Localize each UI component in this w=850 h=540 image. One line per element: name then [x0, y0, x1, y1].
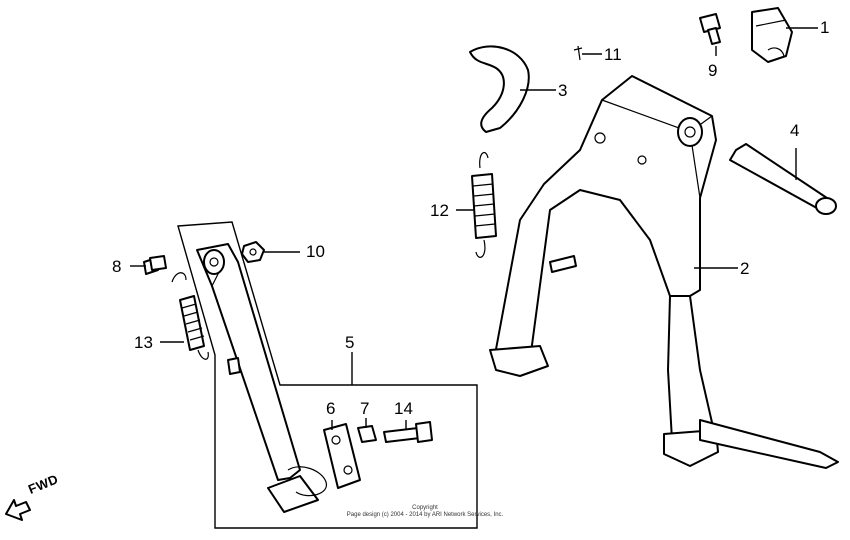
callout-4: 4 [790, 121, 800, 140]
callout-6: 6 [326, 399, 336, 418]
part-6-bracket [323, 423, 361, 489]
side-stand-assembly-outline [177, 221, 478, 529]
callout-7: 7 [360, 399, 370, 418]
part-3-stopper [469, 45, 530, 133]
main-stand [489, 75, 839, 469]
copyright-notice: Copyright Page design (c) 2004 - 2014 by… [300, 505, 550, 519]
part-11-pin [573, 45, 583, 61]
side-stand [196, 243, 327, 513]
callout-9: 9 [708, 61, 718, 80]
part-13-spring [171, 272, 209, 360]
part-10-nut [241, 241, 265, 263]
copyright-line-1: Copyright [412, 505, 438, 511]
part-8-bolt [143, 255, 167, 275]
callout-1: 1 [820, 18, 830, 37]
callout-3: 3 [558, 81, 568, 100]
fwd-arrow-icon [5, 499, 31, 521]
part-12-spring [471, 151, 497, 258]
callout-11: 11 [604, 45, 622, 64]
leader-lines [130, 27, 818, 430]
callout-13: 13 [134, 333, 153, 352]
callout-12: 12 [430, 201, 449, 220]
callout-2: 2 [740, 259, 750, 278]
callout-14: 14 [394, 399, 413, 418]
copyright-line-2: Page design (c) 2004 - 2014 by ARI Netwo… [346, 512, 504, 519]
part-4-shaft [729, 143, 837, 215]
part-9-bolt [699, 13, 721, 45]
callout-8: 8 [112, 257, 122, 276]
part-7-pin [357, 425, 377, 443]
part-1-clip [751, 7, 793, 63]
part-14-bolt [383, 421, 433, 443]
callout-10: 10 [306, 242, 325, 261]
callout-5: 5 [345, 333, 355, 352]
